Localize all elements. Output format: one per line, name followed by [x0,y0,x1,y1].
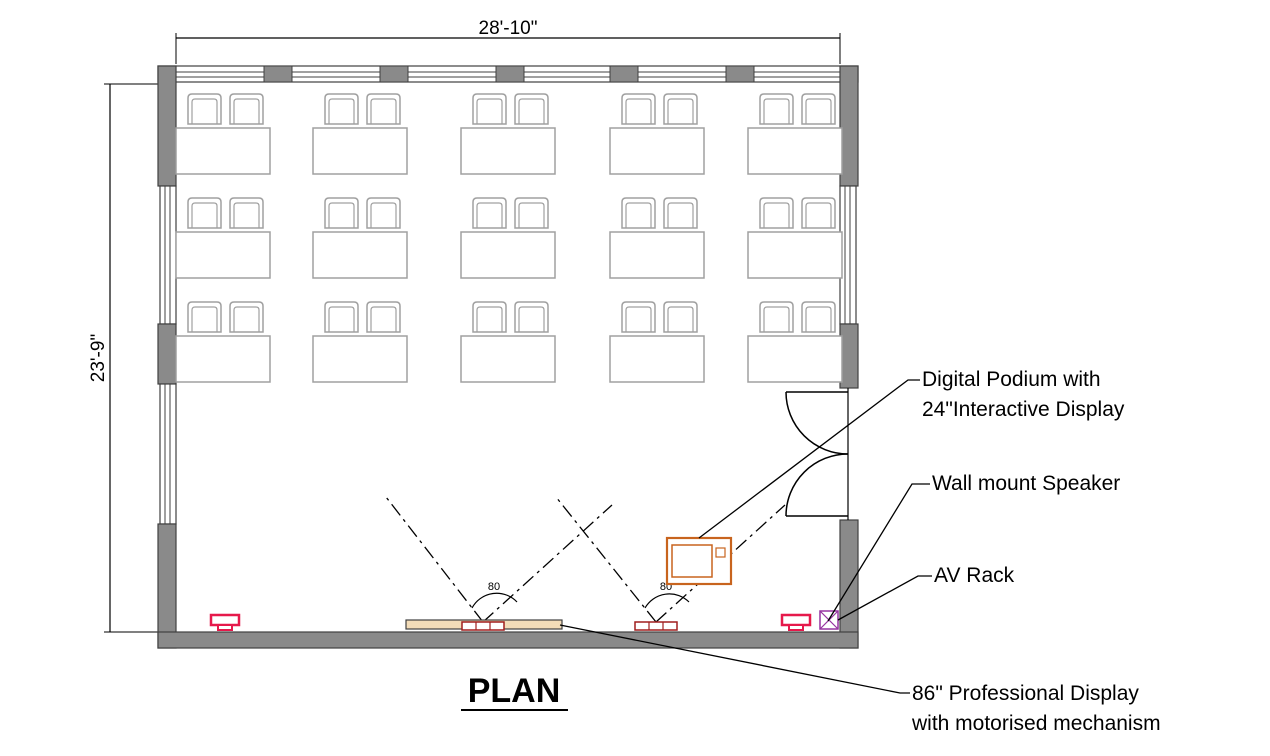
wall-speaker [209,613,241,631]
desk-set [748,198,842,278]
height-dimension: 23'-9" [88,83,160,633]
podium-callout-line1: Digital Podium with [922,368,1101,391]
desk-set [748,94,842,174]
wall-speaker [780,613,812,631]
desk-set [461,302,555,382]
camera-bar [461,621,505,631]
width-dimension: 28'-10" [175,18,841,64]
width-dimension-label: 28'-10" [479,18,538,39]
desk-set [176,302,270,382]
rack-callout: AV Rack [934,564,1015,587]
desk-set [176,198,270,278]
camera-angle-arcs [471,592,690,609]
desk-set [748,302,842,382]
double-door [785,388,849,520]
leader-lines [559,379,932,694]
desk-set [610,302,704,382]
plan-title: PLAN [468,672,561,710]
desk-set [610,94,704,174]
walls [157,65,859,649]
podium-callout-line2: 24"Interactive Display [922,398,1125,421]
seating-area [176,94,842,382]
speaker-callout: Wall mount Speaker [932,472,1120,495]
desk-set [461,198,555,278]
desk-set [313,198,407,278]
desk-set [610,198,704,278]
display-callout-line2: with motorised mechanism [911,712,1161,735]
digital-podium [665,536,733,586]
camera-angle-label: 80 [488,581,500,593]
height-dimension-label: 23'-9" [88,334,109,382]
desk-set [313,302,407,382]
desk-set [176,94,270,174]
desk-set [461,94,555,174]
desk-set [313,94,407,174]
display-callout-line1: 86" Professional Display [912,682,1139,705]
camera-bar [634,621,678,631]
